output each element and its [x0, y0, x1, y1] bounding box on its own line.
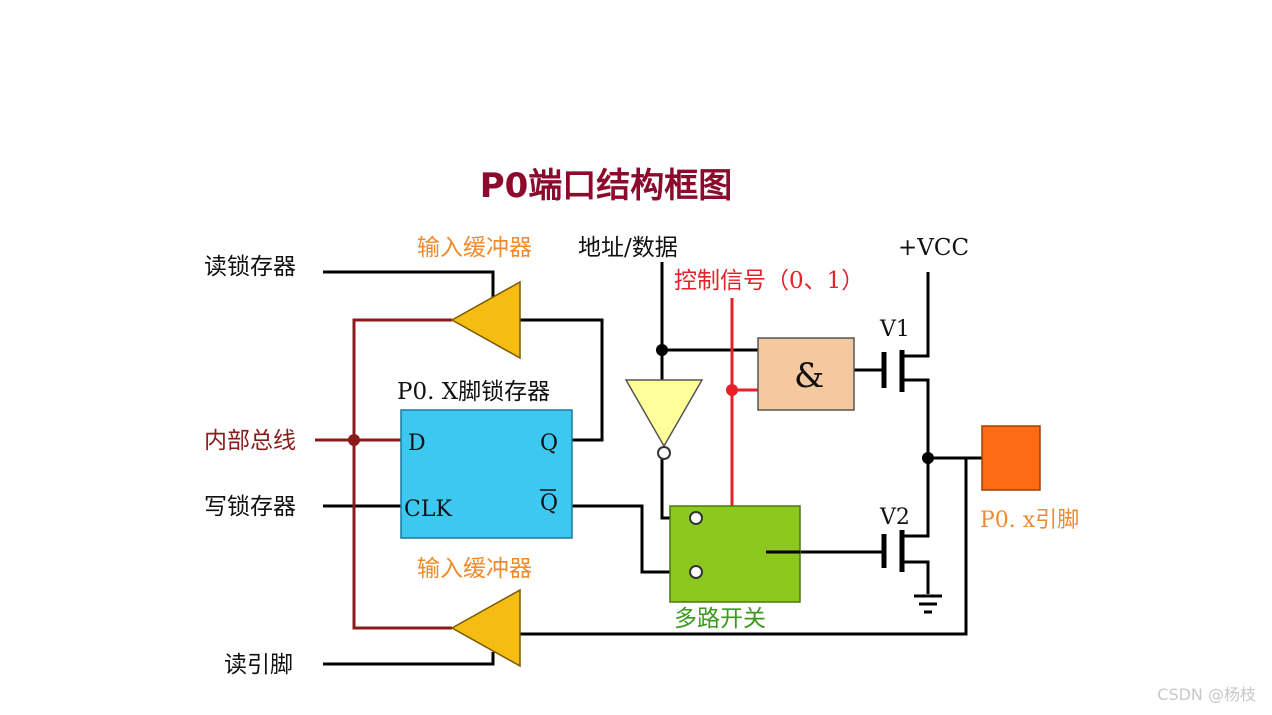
internal-bus-label: 内部总线 [204, 428, 296, 454]
latch-title-label: P0. X脚锁存器 [397, 379, 550, 405]
read-pin-label: 读引脚 [224, 652, 293, 678]
address-data-label: 地址/数据 [578, 235, 678, 261]
v2-drain [902, 458, 930, 538]
latch-clk-label: CLK [404, 497, 452, 522]
bus-junction-dot [348, 434, 360, 446]
input-buffer-top [450, 280, 521, 360]
control-junction-dot [726, 384, 738, 396]
v2-source [902, 560, 930, 594]
diagram-background [190, 222, 1100, 690]
v1-source [902, 378, 930, 458]
latch-qbar-label: Q [540, 491, 558, 516]
read-latch-wire [323, 270, 495, 300]
v2-label: V2 [879, 505, 910, 530]
inverter-bubble [657, 446, 671, 460]
input-buffer-bottom [450, 588, 521, 668]
inverter [624, 379, 704, 448]
q-output-wire [520, 318, 604, 442]
pin-square [981, 425, 1041, 491]
address-junction-dot [656, 344, 668, 356]
watermark: CSDN @杨枝 [1157, 685, 1256, 704]
p0-port-diagram: 读锁存器 输入缓冲器 地址/数据 +VCC 控制信号（0、1） V1 & P0.… [190, 222, 1100, 690]
v1-drain [902, 272, 930, 358]
read-pin-feedback-wire [520, 458, 968, 636]
input-buffer-bottom-label: 输入缓冲器 [417, 556, 532, 582]
multiplexer-label: 多路开关 [674, 606, 766, 632]
and-gate [757, 337, 855, 411]
read-pin-wire [323, 652, 495, 666]
control-signal-label: 控制信号（0、1） [674, 268, 864, 294]
and-gate-symbol: & [794, 356, 824, 396]
write-latch-label: 写锁存器 [204, 494, 296, 520]
output-junction-dot [922, 452, 934, 464]
qbar-wire [572, 504, 696, 574]
pin-label: P0. x引脚 [980, 508, 1079, 533]
black-wires [323, 262, 982, 666]
page-title: P0端口结构框图 [479, 166, 733, 206]
mux-input-2 [689, 565, 703, 579]
latch-block [400, 409, 573, 539]
latch-d-label: D [408, 431, 426, 456]
latch-q-label: Q [540, 431, 558, 456]
read-latch-label: 读锁存器 [204, 254, 296, 280]
vcc-label: +VCC [898, 235, 969, 261]
v1-label: V1 [879, 317, 910, 342]
input-buffer-top-label: 输入缓冲器 [417, 235, 532, 261]
mux-input-1 [689, 511, 703, 525]
